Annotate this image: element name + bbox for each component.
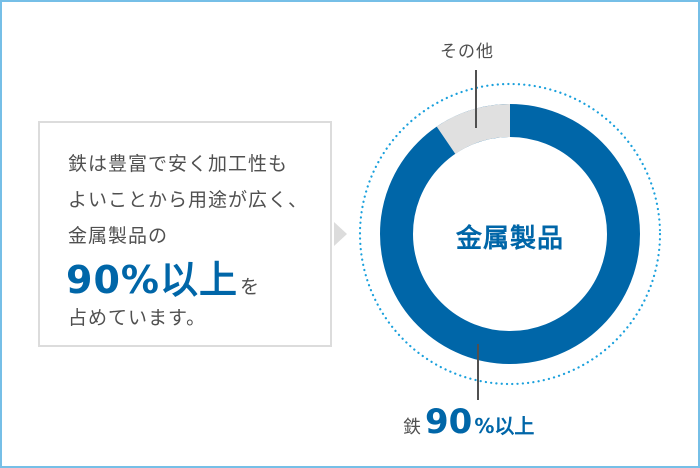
description-box: 鉄は豊富で安く加工性も よいことから用途が広く、 金属製品の 90%以上を 占め…	[38, 121, 332, 347]
label-iron-name: 鉄	[403, 417, 421, 438]
description-line-1: 鉄は豊富で安く加工性も	[68, 153, 289, 175]
highlight-percentage: 90%以上を	[66, 249, 260, 304]
highlight-suffix: を	[239, 276, 260, 298]
label-iron-suffix: %以上	[474, 414, 535, 438]
description-line-last: 占めています。	[68, 307, 207, 329]
description-line-3: 金属製品の	[68, 225, 169, 247]
dotted-ring	[358, 82, 662, 386]
label-iron-value: 90	[425, 402, 473, 442]
description-line-2: よいことから用途が広く、	[68, 189, 309, 211]
chart-center-title: 金属製品	[455, 224, 564, 254]
arrow-right-icon	[334, 222, 347, 246]
label-other: その他	[440, 42, 494, 62]
segment-other	[436, 103, 510, 154]
highlight-value: 90%以上	[66, 258, 238, 302]
